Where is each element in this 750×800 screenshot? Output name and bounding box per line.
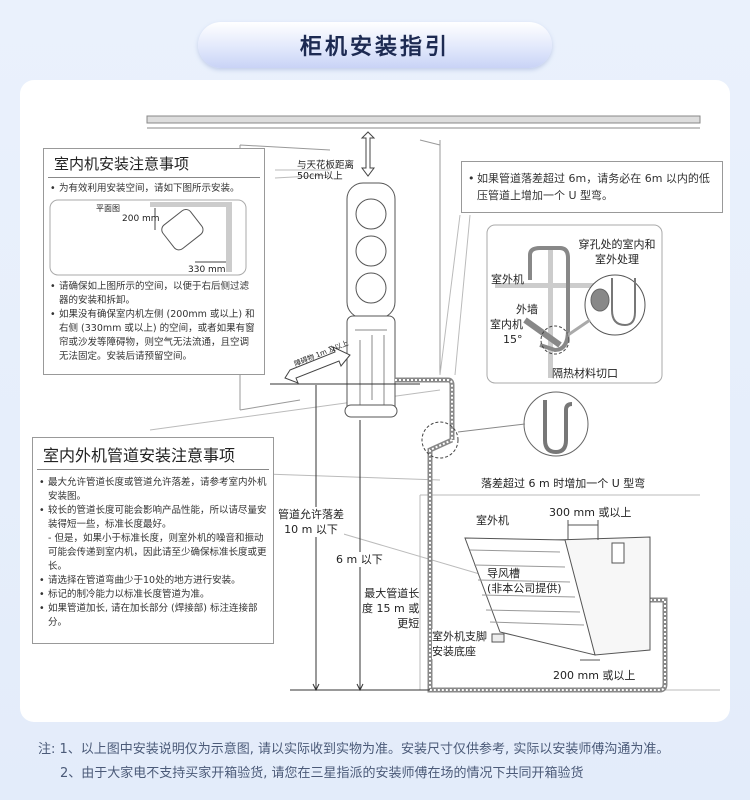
dim-right-label: 330 mm bbox=[188, 265, 226, 275]
ceiling-clearance-label: 与天花板距离 50cm以上 bbox=[297, 160, 354, 182]
indoor-install-notes-box: 室内机安装注意事项 为有效利用安装空间，请如下图所示安装。 请确保如上图所示的空… bbox=[43, 148, 265, 375]
wall-detail-outdoor-label: 室外机 bbox=[491, 273, 524, 286]
obstacle-arrow bbox=[284, 346, 351, 384]
duct-line2: (非本公司提供) bbox=[487, 582, 562, 595]
ceiling-clearance-line2: 50cm以上 bbox=[297, 171, 343, 182]
insulation-cut-label: 隔热材料切口 bbox=[552, 367, 618, 380]
u-bend-note: 如果管道落差超过 6m，请务必在 6m 以内的低压管道上增加一个 U 型弯。 bbox=[468, 170, 716, 204]
allowed-drop-line2: 10 m 以下 bbox=[284, 523, 338, 536]
hole-treatment-label: 穿孔处的室内和室外处理 bbox=[578, 238, 656, 266]
u-bend-diagram-label: 落差超过 6 m 时增加一个 U 型弯 bbox=[481, 477, 646, 490]
indoor-note-item: 请确保如上图所示的空间，以便于右后侧过滤器的安装和拆卸。 bbox=[50, 280, 258, 308]
outdoor-unit-label: 室外机 bbox=[476, 514, 509, 527]
pipe-note-item: 最大允许管道长度或管道允许落差，请参考室内外机安装图。 bbox=[39, 476, 267, 504]
footer-note-1: 注: 1、以上图中安装说明仅为示意图, 请以实际收到实物为准。安装尺寸仅供参考,… bbox=[38, 742, 670, 757]
max-length-line1: 最大管道长 bbox=[364, 587, 420, 600]
duct-label: 导风槽 (非本公司提供) bbox=[487, 566, 562, 596]
footer-note-2: 2、由于大家电不支持买家开箱验货, 请您在三星指派的安装师傅在场的情况下共同开箱… bbox=[60, 766, 584, 781]
base-line1: 室外机支脚 bbox=[432, 630, 487, 643]
ceiling bbox=[146, 115, 701, 124]
dim-left-label: 200 mm bbox=[122, 214, 160, 224]
page-title: 柜机安装指引 bbox=[198, 22, 552, 68]
duct-line1: 导风槽 bbox=[487, 567, 520, 580]
wall-detail-panel bbox=[486, 224, 663, 384]
dimension-lines bbox=[270, 383, 430, 692]
clearance-top-label: 300 mm 或以上 bbox=[549, 506, 632, 519]
plan-view-label: 平面图 bbox=[96, 204, 120, 213]
pipe-note-item: 请选择在管道弯曲少于10处的地方进行安装。 bbox=[39, 574, 267, 588]
allowed-drop-label: 管道允许落差 10 m 以下 bbox=[278, 507, 344, 537]
wall-detail-angle-label: 15° bbox=[503, 333, 523, 346]
base-line2: 安装底座 bbox=[432, 645, 476, 658]
pipe-note-subitem: - 但是，如果小于标准长度，则室外机的噪音和振动可能会传递到室内机，因此请至少确… bbox=[48, 533, 267, 572]
ceiling-clearance-line1: 与天花板距离 bbox=[297, 160, 355, 171]
pipe-note-item: 标记的制冷能力以标准长度管道为准。 bbox=[39, 588, 267, 602]
six-m-label: 6 m 以下 bbox=[336, 552, 383, 567]
wall-detail-outer-wall-label: 外墙 bbox=[516, 303, 538, 316]
base-label: 室外机支脚 安装底座 bbox=[432, 629, 487, 659]
allowed-drop-line1: 管道允许落差 bbox=[278, 508, 344, 521]
pipe-install-notes-box: 室内外机管道安装注意事项 最大允许管道长度或管道允许落差，请参考室内外机安装图。… bbox=[32, 437, 274, 644]
u-bend-magnifier bbox=[523, 391, 589, 457]
pipe-note-item: 如果管道加长, 请在加长部分 (焊接部) 标注连接部分。 bbox=[39, 602, 267, 630]
pipe-notes-heading: 室内外机管道安装注意事项 bbox=[37, 438, 269, 470]
max-length-line2: 度 15 m 或 bbox=[362, 602, 420, 615]
clearance-bottom-label: 200 mm 或以上 bbox=[553, 668, 636, 683]
wall-detail-indoor-label: 室内机 bbox=[490, 318, 523, 331]
indoor-unit bbox=[344, 182, 398, 418]
pipe-note-item: 较长的管道长度可能会影响产品性能，所以请尽量安装得短一些，标准长度最好。 bbox=[39, 504, 267, 532]
outdoor-unit bbox=[464, 520, 651, 661]
indoor-note-item: 如果没有确保室内机左侧 (200mm 或以上) 和右侧 (330mm 或以上) … bbox=[50, 308, 258, 364]
max-length-label: 最大管道长 度 15 m 或 更短 bbox=[362, 586, 420, 631]
ceiling-clearance-arrow bbox=[360, 131, 376, 177]
indoor-notes-intro: 为有效利用安装空间，请如下图所示安装。 bbox=[50, 182, 258, 196]
max-length-line3: 更短 bbox=[397, 617, 420, 630]
indoor-notes-heading: 室内机安装注意事项 bbox=[48, 149, 260, 178]
u-bend-notes-box: 如果管道落差超过 6m，请务必在 6m 以内的低压管道上增加一个 U 型弯。 bbox=[461, 161, 723, 213]
